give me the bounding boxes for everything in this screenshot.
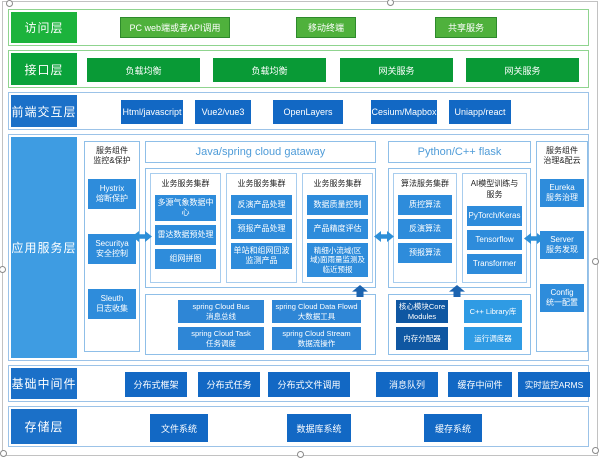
toolbox-cpp-library: C++ Library库 (464, 300, 522, 323)
toolbox-memory-allocator: 内存分配器 (396, 327, 448, 350)
middleware-node-framework: 分布式框架 (125, 372, 187, 397)
toolbox-spring-stream: spring Cloud Stream 数据流操作 (272, 327, 361, 350)
access-node-mobile: 移动终端 (296, 17, 356, 38)
service-box: 预报算法 (398, 243, 452, 263)
middleware-node-file-call: 分布式文件调用 (268, 372, 350, 397)
service-box: 精细小流域(区域)面雨量监测及临近预报 (307, 243, 368, 278)
business-cluster-3-title: 业务服务集群 (313, 179, 362, 188)
business-cluster-1: 业务服务集群 多源气象数据中心 雷达数据预处理 组网拼图 (150, 173, 221, 283)
frontend-node-html: Html/javascript (121, 100, 183, 124)
service-box: 单站和组网回波监测产品 (231, 243, 292, 269)
middleware-node-task: 分布式任务 (198, 372, 260, 397)
service-box: Transformer (467, 254, 522, 274)
interface-layer-label: 接口层 (11, 53, 77, 85)
business-cluster-3: 业务服务集群 数据质量控制 产品精度评估 精细小流域(区域)面雨量监测及临近预报 (302, 173, 373, 283)
frontend-node-cesium: Cesium/Mapbox (371, 100, 437, 124)
service-box: 产品精度评估 (307, 219, 368, 239)
monitor-box-hystrix: Hystrix 熔断保护 (88, 179, 136, 209)
storage-layer-label: 存储层 (11, 409, 77, 444)
middleware-node-cache: 缓存中间件 (448, 372, 512, 397)
governance-box-config: Config 统一配置 (540, 284, 584, 312)
service-box: 反演算法 (398, 219, 452, 239)
double-arrow-icon (132, 231, 152, 242)
business-cluster-2: 业务服务集群 反演产品处理 预报产品处理 单站和组网回波监测产品 (226, 173, 297, 283)
service-box: PyTorch/Keras (467, 206, 522, 226)
frontend-layer-row: 前端交互层 Html/javascript Vue2/vue3 OpenLaye… (8, 92, 589, 130)
service-box: Tensorflow (467, 230, 522, 250)
interface-node-gateway-2: 网关服务 (466, 58, 579, 82)
access-layer-label: 访问层 (11, 12, 77, 43)
service-box: 质控算法 (398, 195, 452, 215)
business-cluster-1-title: 业务服务集群 (161, 179, 210, 188)
monitor-box-security: Securitya 安全控制 (88, 234, 136, 264)
interface-node-lb-1: 负载均衡 (87, 58, 200, 82)
storage-node-cache: 缓存系统 (424, 414, 482, 442)
governance-box-eureka: Eureka 服务治理 (540, 179, 584, 207)
selection-handle-bottom-right[interactable] (592, 447, 599, 454)
frontend-node-vue: Vue2/vue3 (195, 100, 251, 124)
storage-node-filesystem: 文件系统 (150, 414, 208, 442)
selection-handle-top-center[interactable] (387, 0, 394, 6)
ai-cluster: AI模型训练与服务 PyTorch/Keras Tensorflow Trans… (462, 173, 527, 283)
business-cluster-2-title: 业务服务集群 (237, 179, 286, 188)
java-section-title: Java/spring cloud gataway (145, 141, 376, 163)
toolbox-core-modules: 核心模块Core Modules (396, 300, 448, 323)
toolbox-runtime-scheduler: 运行调度器 (464, 327, 522, 350)
interface-layer-row: 接口层 负载均衡 负载均衡 网关服务 网关服务 (8, 50, 589, 88)
toolbox-spring-task: spring Cloud Task 任务调度 (178, 327, 264, 350)
service-box: 雷达数据预处理 (155, 225, 216, 245)
access-node-shared: 共享服务 (435, 17, 497, 38)
selection-handle-bottom-center[interactable] (297, 451, 304, 458)
selection-handle-right-middle[interactable] (592, 258, 599, 265)
application-layer-row: 应用服务层 服务组件 监控&保护 Hystrix 熔断保护 Securitya … (8, 134, 589, 361)
monitor-panel-title: 服务组件 监控&保护 (93, 146, 131, 166)
access-node-pc-web: PC web端或者API调用 (120, 17, 230, 38)
frontend-node-uniapp: Uniapp/react (449, 100, 511, 124)
selection-handle-left-middle[interactable] (0, 266, 6, 273)
selection-handle-bottom-left[interactable] (0, 450, 7, 457)
middleware-node-arms: 实时监控ARMS (518, 372, 590, 397)
governance-box-server: Server 服务发现 (540, 231, 584, 259)
service-box: 反演产品处理 (231, 195, 292, 215)
service-box: 数据质量控制 (307, 195, 368, 215)
python-section-title: Python/C++ flask (388, 141, 531, 163)
ai-cluster-title: AI模型训练与服务 (470, 179, 519, 199)
middleware-layer-label: 基础中间件 (11, 368, 77, 399)
double-arrow-icon (524, 233, 544, 244)
storage-node-database: 数据库系统 (287, 414, 351, 442)
algorithm-cluster-title: 算法服务集群 (401, 179, 449, 188)
algorithm-cluster: 算法服务集群 质控算法 反演算法 预报算法 (393, 173, 457, 283)
service-box: 组网拼图 (155, 249, 216, 269)
monitor-box-sleuth: Sleuth 日志收集 (88, 289, 136, 319)
interface-node-lb-2: 负载均衡 (213, 58, 326, 82)
service-box: 预报产品处理 (231, 219, 292, 239)
double-arrow-icon (374, 231, 394, 242)
frontend-layer-label: 前端交互层 (11, 95, 77, 127)
interface-node-gateway-1: 网关服务 (340, 58, 453, 82)
service-box: 多源气象数据中心 (155, 195, 216, 221)
toolbox-spring-dataflow: spring Cloud Data Flowd 大数据工具 (272, 300, 361, 323)
toolbox-spring-bus: spring Cloud Bus 消息总线 (178, 300, 264, 323)
storage-layer-row: 存储层 文件系统 数据库系统 缓存系统 (8, 406, 589, 447)
frontend-node-openlayers: OpenLayers (273, 100, 343, 124)
access-layer-row: 访问层 PC web端或者API调用 移动终端 共享服务 (8, 9, 589, 46)
middleware-layer-row: 基础中间件 分布式框架 分布式任务 分布式文件调用 消息队列 缓存中间件 实时监… (8, 365, 590, 402)
middleware-node-mq: 消息队列 (376, 372, 438, 397)
application-layer-label: 应用服务层 (11, 137, 77, 358)
selection-handle-top-left[interactable] (6, 0, 13, 7)
governance-panel-title: 服务组件 治理&配云 (543, 146, 581, 166)
